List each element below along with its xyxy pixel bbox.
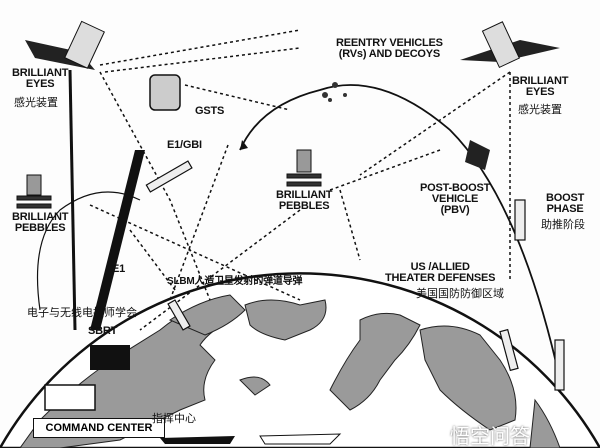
pebbles-center bbox=[286, 149, 322, 187]
label-line: BOOST bbox=[546, 192, 585, 204]
gsts-sensor bbox=[149, 74, 181, 111]
label-e1: E1 bbox=[112, 263, 126, 275]
label-brilliant-eyes-right: BRILLIANT EYES bbox=[512, 76, 568, 98]
command-building bbox=[44, 384, 96, 411]
label-slbm: SLBM人造卫星发射的弹道导弹 bbox=[167, 276, 303, 287]
label-line: VEHICLE bbox=[431, 193, 479, 205]
sbrt-station bbox=[90, 345, 130, 370]
trajectory bbox=[239, 84, 561, 381]
label-line: (PBV) bbox=[440, 204, 470, 216]
label-line: BRILLIANT bbox=[12, 211, 69, 223]
label-sbrt: SBRT bbox=[88, 325, 118, 337]
label-line: THEATER DEFENSES bbox=[385, 272, 496, 284]
label-brilliant-eyes-right-cn: 感光装置 bbox=[518, 103, 562, 116]
ship bbox=[259, 433, 342, 445]
label-line: PEBBLES bbox=[278, 200, 330, 212]
satellite-right bbox=[460, 21, 560, 69]
label-ieee-cn: 电子与无线电技师学会 bbox=[27, 306, 137, 319]
label-reentry-vehicles: REENTRY VEHICLES (RVs) AND DECOYS bbox=[336, 38, 443, 60]
label-e1-gbi: E1/GBI bbox=[167, 139, 202, 151]
label-theater-defenses-cn: 美国国防防御区域 bbox=[416, 287, 504, 300]
label-brilliant-eyes-left: BRILLIANT EYES bbox=[12, 68, 68, 90]
label-line: POST-BOOST bbox=[420, 182, 491, 194]
label-brilliant-eyes-left-cn: 感光装置 bbox=[14, 96, 58, 109]
label-boost-phase: BOOST PHASE bbox=[546, 193, 584, 215]
label-line: BRILLIANT bbox=[512, 75, 569, 87]
label-line: BRILLIANT bbox=[12, 67, 69, 79]
label-theater-defenses: US /ALLIED THEATER DEFENSES bbox=[385, 262, 495, 284]
label-line: (RVs) AND DECOYS bbox=[338, 48, 441, 60]
label-brilliant-pebbles-center: BRILLIANT PEBBLES bbox=[276, 190, 332, 212]
label-line: US /ALLIED bbox=[410, 261, 470, 273]
laser-beam bbox=[90, 150, 145, 330]
label-line: EYES bbox=[25, 78, 55, 90]
submarine bbox=[160, 436, 235, 444]
pebbles-left bbox=[16, 174, 52, 209]
watermark: 悟空问答 bbox=[450, 424, 530, 448]
satellite-left bbox=[25, 20, 105, 70]
pbv bbox=[465, 140, 490, 170]
label-line: PHASE bbox=[546, 203, 584, 215]
label-line: REENTRY VEHICLES bbox=[336, 37, 443, 49]
label-line: BRILLIANT bbox=[276, 189, 333, 201]
label-line: PEBBLES bbox=[14, 222, 66, 234]
label-line: EYES bbox=[525, 86, 555, 98]
label-brilliant-pebbles-left: BRILLIANT PEBBLES bbox=[12, 212, 68, 234]
label-post-boost-vehicle: POST-BOOST VEHICLE (PBV) bbox=[420, 183, 490, 216]
label-boost-phase-cn: 助推阶段 bbox=[541, 218, 585, 231]
label-gsts: GSTS bbox=[195, 105, 225, 117]
label-command-center-cn: 指挥中心 bbox=[152, 412, 196, 425]
label-command-center: COMMAND CENTER bbox=[33, 418, 165, 438]
label-line: SLBM人造卫星发射的弹道导弹 bbox=[167, 276, 303, 287]
missiles bbox=[145, 160, 565, 391]
rvs bbox=[322, 82, 347, 102]
